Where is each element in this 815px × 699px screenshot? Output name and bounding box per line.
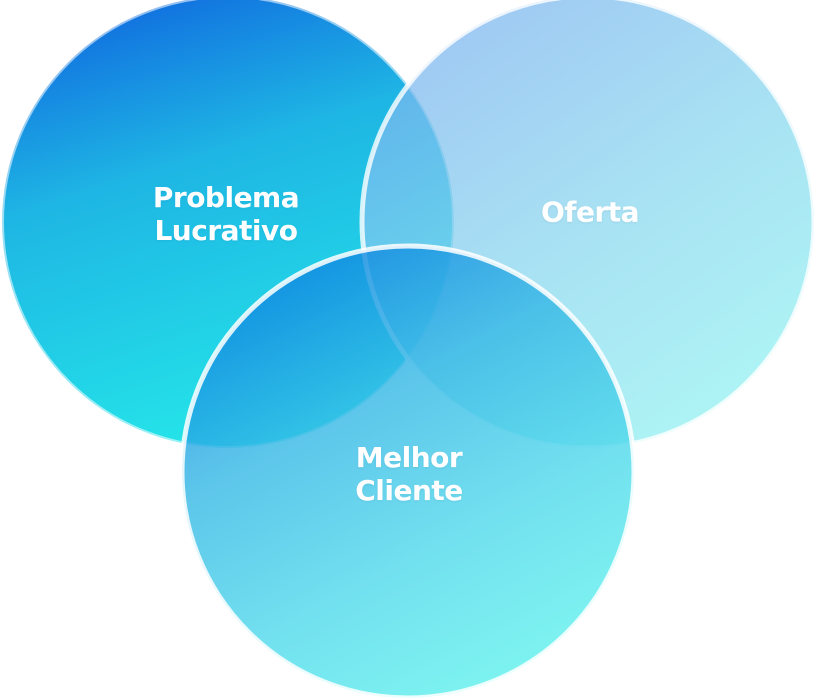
circle-melhor-cliente: [179, 243, 637, 699]
label-oferta: Oferta: [540, 195, 640, 229]
label-melhor-cliente: Melhor Cliente: [355, 441, 463, 507]
label-problema-lucrativo: Problema Lucrativo: [152, 181, 300, 247]
